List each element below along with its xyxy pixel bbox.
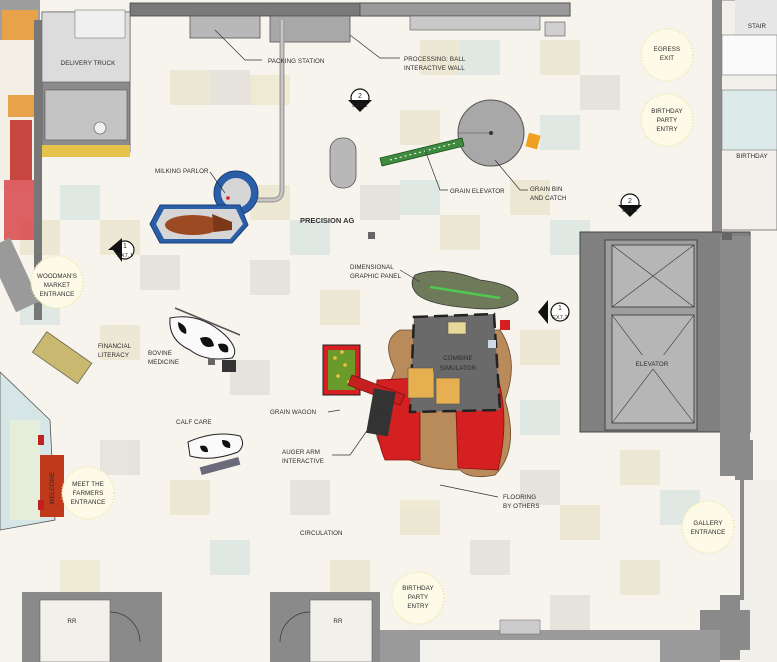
birthday-top-label-1: BIRTHDAY: [651, 108, 683, 115]
packing-station-label: PACKING STATION: [268, 58, 325, 65]
bovine-medicine-cow: [169, 307, 241, 372]
welcome-label: WELCOME: [49, 472, 56, 505]
woodmans-label-2: MARKET: [44, 282, 71, 289]
bottom-wall: [380, 619, 720, 662]
section-marker-ex72-right: 1 EX7.2: [538, 300, 570, 324]
auger-label-2: INTERACTIVE: [282, 458, 324, 465]
birthday-bottom-label-2: PARTY: [408, 594, 429, 601]
financial-label-1: FINANCIAL: [98, 343, 132, 350]
combine-label-2: SIMULATOR: [440, 365, 477, 372]
stair-area: STAIR BIRTHDAY: [712, 0, 777, 235]
precision-ag-label: PRECISION AG: [300, 216, 354, 225]
birthday-bottom-label-1: BIRTHDAY: [402, 585, 434, 592]
processing-label-2: INTERACTIVE WALL: [404, 65, 465, 72]
grain-elevator-label: GRAIN ELEVATOR: [450, 188, 505, 195]
marker-ref: EX7.2: [622, 208, 637, 214]
columns: [208, 232, 732, 365]
marker-ref: EX7.2: [552, 315, 567, 321]
flooring-label-2: BY OTHERS: [503, 503, 540, 510]
rr-left-label: RR: [67, 618, 77, 625]
auger-label-1: AUGER ARM: [282, 449, 320, 456]
section-marker-ex71-left: 1 EX7.1: [108, 238, 135, 262]
section-marker-ex71-top: 2 EX7.1: [348, 88, 372, 112]
elevator-label: ELEVATOR: [636, 361, 669, 368]
dimensional-label-2: GRAPHIC PANEL: [350, 273, 401, 280]
birthday-top-label-3: ENTRY: [656, 126, 677, 133]
marker-num: 2: [358, 93, 362, 100]
egress-label-2: EXIT: [660, 55, 674, 62]
rr-right-label: RR: [333, 618, 343, 625]
floor-tiles: [20, 40, 700, 630]
meet-label-2: FARMERS: [73, 490, 104, 497]
combine-simulator: COMBINE SIMULATOR: [374, 312, 512, 478]
marker-ref: EX7.1: [352, 103, 367, 109]
circulation-label: CIRCULATION: [300, 530, 343, 537]
stair-label: STAIR: [748, 23, 767, 30]
grain-elevator: [329, 137, 465, 189]
delivery-truck-label: DELIVERY TRUCK: [61, 60, 116, 67]
gallery-label-1: GALLERY: [693, 520, 722, 527]
left-shelving: [0, 10, 42, 320]
meet-label-1: MEET THE: [72, 481, 104, 488]
birthday-right-label: BIRTHDAY: [736, 153, 768, 160]
marker-num: 2: [628, 198, 632, 205]
processing-label-1: PROCESSING: BALL: [404, 56, 466, 63]
birthday-top-label-2: PARTY: [657, 117, 678, 124]
gallery-label-2: ENTRANCE: [691, 529, 726, 536]
leader-lines: [209, 29, 528, 498]
financial-literacy-table: [31, 331, 93, 385]
egress-label-1: EGRESS: [654, 46, 680, 53]
calf-care-calf: [187, 433, 244, 476]
text-labels: PACKING STATION PROCESSING: BALL INTERAC…: [37, 46, 725, 610]
restroom-left: RR: [22, 592, 162, 662]
marker-num: 1: [123, 243, 127, 250]
packing-station: [250, 20, 285, 203]
dimensional-graphic-panel: [411, 270, 519, 310]
flooring-label-1: FLOORING: [503, 494, 536, 501]
marker-ref: EX7.1: [117, 253, 132, 259]
restroom-right: RR: [270, 592, 380, 662]
calf-care-label: CALF CARE: [176, 419, 212, 426]
top-wall: [129, 2, 571, 43]
marker-num: 1: [558, 305, 562, 312]
bovine-label-2: MEDICINE: [148, 359, 179, 366]
birthday-bottom-label-3: ENTRY: [407, 603, 428, 610]
auger-arm: [347, 374, 406, 437]
combine-label-1: COMBINE: [443, 355, 473, 362]
bovine-label-1: BOVINE: [148, 350, 172, 357]
grain-bin-label-1: GRAIN BIN: [530, 186, 563, 193]
right-wall-lower: [700, 480, 777, 662]
grain-bin: [457, 99, 541, 167]
dimensional-label-1: DIMENSIONAL: [350, 264, 394, 271]
grain-bin-label-2: AND CATCH: [530, 195, 567, 202]
woodmans-label-3: ENTRANCE: [40, 291, 75, 298]
grain-wagon-label: GRAIN WAGON: [270, 409, 316, 416]
elevator: ELEVATOR: [579, 231, 753, 480]
milking-parlor-label: MILKING PARLOR: [155, 168, 209, 175]
milking-parlor: [149, 170, 259, 244]
woodmans-label-1: WOODMAN'S: [37, 273, 77, 280]
meet-label-3: ENTRANCE: [71, 499, 106, 506]
section-marker-ex72-top: 2 EX7.2: [618, 193, 642, 217]
entry-glows: [30, 28, 735, 625]
meet-the-farmers-area: WELCOME: [0, 371, 64, 531]
financial-label-2: LITERACY: [98, 352, 129, 359]
